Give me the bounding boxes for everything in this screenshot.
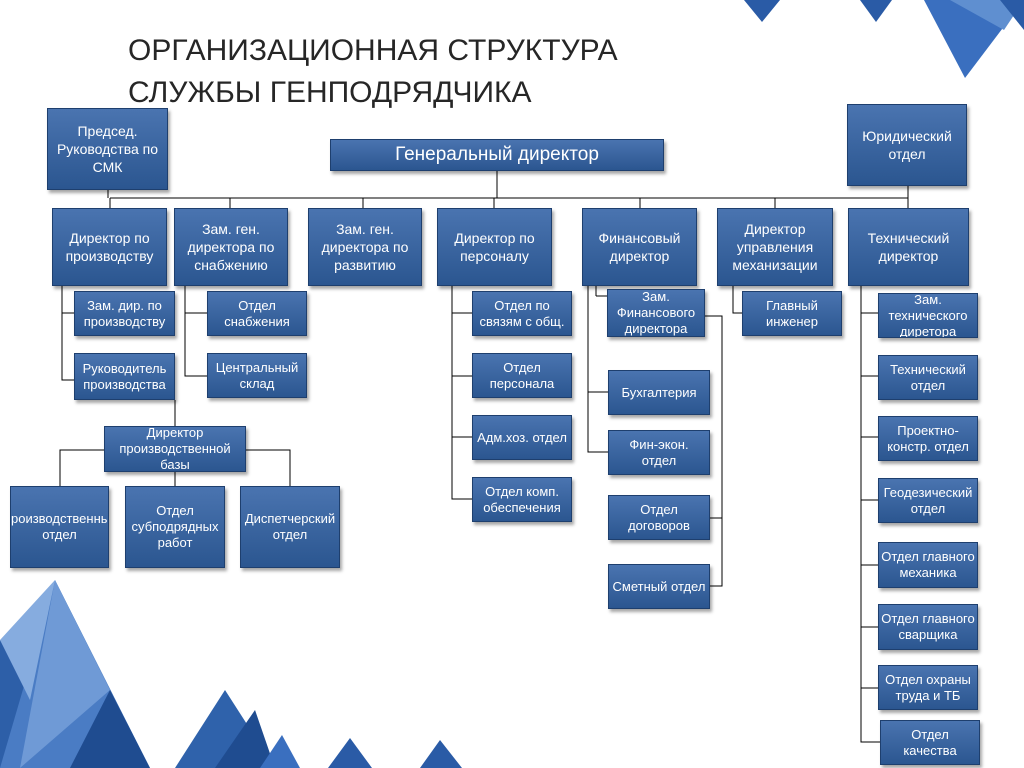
box-tech-director: Технический директор — [848, 208, 969, 286]
box-supply-dept: Отдел снабжения — [207, 291, 307, 336]
title-line-1: ОРГАНИЗАЦИОННАЯ СТРУКТУРА — [128, 34, 618, 67]
box-smk-chair: Председ. Руководства по СМК — [47, 108, 168, 190]
box-chief-welder: Отдел главного сварщика — [878, 604, 978, 650]
box-tech-dept: Технический отдел — [878, 355, 978, 400]
box-prod-head: Руководитель производства — [74, 353, 175, 400]
title-line-2: СЛУЖБЫ ГЕНПОДРЯДЧИКА — [128, 76, 532, 109]
box-admin-dept: Адм.хоз. отдел — [472, 415, 572, 460]
box-subcontract-dept: Отдел субподрядных работ — [125, 486, 225, 568]
box-geodesy-dept: Геодезический отдел — [878, 478, 978, 523]
box-chief-mechanic: Отдел главного механика — [878, 542, 978, 588]
box-prod-dept: Производственный отдел — [10, 486, 109, 568]
box-pr-dept: Отдел по связям с общ. — [472, 291, 572, 336]
box-hr-director: Директор по персоналу — [437, 208, 552, 286]
box-fin-deputy: Зам. Финансового директора — [607, 289, 705, 337]
box-legal: Юридический отдел — [847, 104, 967, 186]
box-base-director: Директор производственной базы — [104, 426, 246, 472]
box-dispatch-dept: Диспетчерский отдел — [240, 486, 340, 568]
box-central-store: Центральный склад — [207, 353, 307, 398]
box-general-director: Генеральный директор — [330, 139, 664, 171]
box-dev-deputy: Зам. ген. директора по развитию — [308, 208, 422, 286]
box-it-dept: Отдел комп. обеспечения — [472, 477, 572, 522]
box-fin-econ: Фин-экон. отдел — [608, 430, 710, 475]
box-prod-director: Директор по производству — [52, 208, 167, 286]
box-supply-deputy: Зам. ген. директора по снабжению — [174, 208, 288, 286]
box-chief-engineer: Главный инженер — [742, 291, 842, 336]
box-estimates: Сметный отдел — [608, 564, 710, 609]
box-tech-deputy: Зам. технического диретора — [878, 293, 978, 338]
box-prod-deputy: Зам. дир. по производству — [74, 291, 175, 336]
box-contracts: Отдел договоров — [608, 495, 710, 540]
box-design-dept: Проектно-констр. отдел — [878, 416, 978, 461]
box-personnel-dept: Отдел персонала — [472, 353, 572, 398]
box-safety-dept: Отдел охраны труда и ТБ — [878, 665, 978, 710]
box-accounting: Бухгалтерия — [608, 370, 710, 415]
box-fin-director: Финансовый директор — [582, 208, 697, 286]
box-mech-director: Директор управления механизации — [717, 208, 833, 286]
box-quality-dept: Отдел качества — [880, 720, 980, 765]
page-title: ОРГАНИЗАЦИОННАЯ СТРУКТУРА СЛУЖБЫ ГЕНПОДР… — [128, 30, 618, 114]
